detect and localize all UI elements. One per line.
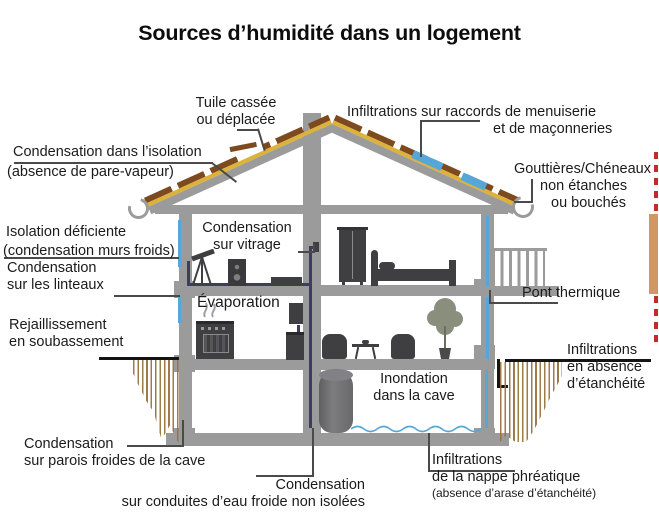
label-condensation-linteaux: Condensation sur les linteaux <box>7 260 104 293</box>
floor-slab-attic <box>179 285 494 296</box>
pointer-pont-thermique <box>489 290 491 304</box>
wall-pier <box>174 428 195 445</box>
pointer-raccords <box>420 120 480 122</box>
pointer-isolation-deficiente <box>4 257 179 259</box>
armchair-icon <box>391 334 415 359</box>
edge-marker-tan <box>649 214 658 294</box>
edge-marker-red <box>654 152 658 212</box>
soil-hatch-right <box>500 362 562 442</box>
label-condensation-isolation-note: (absence de pare-vapeur) <box>7 164 174 180</box>
wardrobe-icon <box>337 227 368 285</box>
cold-water-pipe <box>187 283 312 286</box>
pointer-condensation-isolation <box>14 162 213 164</box>
label-isolation-deficiente-note: (condensation murs froids) <box>3 243 175 259</box>
condensation-line-wall <box>178 220 181 267</box>
label-pont-thermique: Pont thermique <box>522 285 621 301</box>
balcony-rail-top <box>490 248 547 251</box>
label-condensation-conduites: Condensation sur conduites d’eau froide … <box>121 477 365 510</box>
label-evaporation: Évaporation <box>197 294 280 311</box>
pointer-conduites <box>256 475 314 477</box>
pointer-linteaux <box>114 295 180 297</box>
pointer-pont-thermique <box>489 302 558 304</box>
pointer-gouttieres <box>531 179 533 203</box>
balcony-slab <box>481 286 559 296</box>
wall-cabinet-icon <box>289 303 303 324</box>
label-isolation-deficiente: Isolation déficiente <box>6 224 127 240</box>
pointer-tuile <box>237 129 258 131</box>
sideboard-icon <box>271 277 302 285</box>
balcony-railing <box>492 251 545 287</box>
armchair-icon <box>322 334 347 359</box>
water-wave-icon <box>351 425 481 433</box>
label-condensation-parois: Condensation sur parois froides de la ca… <box>24 436 206 469</box>
page-title: Sources d’humidité dans un logement <box>138 21 521 45</box>
steam-icon <box>203 302 216 318</box>
pointer-nappe <box>428 433 430 472</box>
water-heater-icon <box>319 369 353 433</box>
cold-water-pipe <box>309 247 312 428</box>
basement-slab <box>166 433 509 446</box>
pointer-parois <box>182 420 184 447</box>
label-condensation-isolation: Condensation dans l’isolation <box>13 144 202 160</box>
label-rejaillissement: Rejaillissement en soubassement <box>9 317 124 350</box>
faucet-icon <box>297 325 300 334</box>
pointer-gouttieres <box>514 201 533 203</box>
pointer-conduites <box>312 428 314 477</box>
condensation-line-wall <box>485 370 488 428</box>
label-inondation: Inondation dans la cave <box>373 371 455 404</box>
label-infiltrations-nappe: Infiltrations de la nappe phréatique (ab… <box>432 452 597 500</box>
ground-step-right <box>497 359 500 388</box>
label-infiltrations-raccords-2: et de maçonneries <box>493 121 613 137</box>
pointer-vitrage <box>298 251 315 253</box>
label-gouttieres-2: non étanches <box>540 178 628 194</box>
pointer-nappe <box>428 470 515 472</box>
label-gouttieres: Gouttières/Chéneaux <box>513 161 651 177</box>
wall-pier <box>174 355 195 372</box>
cold-water-pipe <box>187 261 190 285</box>
ground-line-left <box>99 357 179 360</box>
coffee-table-icon <box>352 340 379 360</box>
label-tuile-cassee: Tuile cassée ou déplacée <box>195 95 277 128</box>
label-infiltrations-etancheite: Infiltrations en absence d’étanchéité <box>567 342 646 392</box>
wall-pier <box>474 428 495 445</box>
pointer-parois <box>127 445 184 447</box>
condensation-line-wall <box>486 297 489 359</box>
wall-pier <box>474 345 495 369</box>
edge-marker-red <box>654 296 658 348</box>
window-pane-icon <box>313 242 319 252</box>
attic-tie-beam <box>155 205 508 214</box>
ground-line-right <box>505 359 651 362</box>
floor-slab-ground <box>179 359 494 370</box>
bed-icon <box>371 250 456 286</box>
pointer-vitrage <box>313 244 315 253</box>
condensation-line-wall <box>486 216 489 286</box>
sink-icon <box>286 332 304 360</box>
telescope-icon <box>191 249 215 286</box>
label-infiltrations-raccords: Infiltrations sur raccords de menuiserie <box>347 104 597 120</box>
label-condensation-vitrage: Condensation sur vitrage <box>202 220 292 253</box>
soil-hatch-left <box>133 360 179 444</box>
pointer-raccords <box>420 120 422 157</box>
speaker-icon <box>228 259 246 286</box>
stove-icon <box>196 318 234 359</box>
label-gouttieres-3: ou bouchés <box>551 195 626 211</box>
condensation-line-wall <box>178 297 181 323</box>
plant-icon <box>427 298 463 359</box>
